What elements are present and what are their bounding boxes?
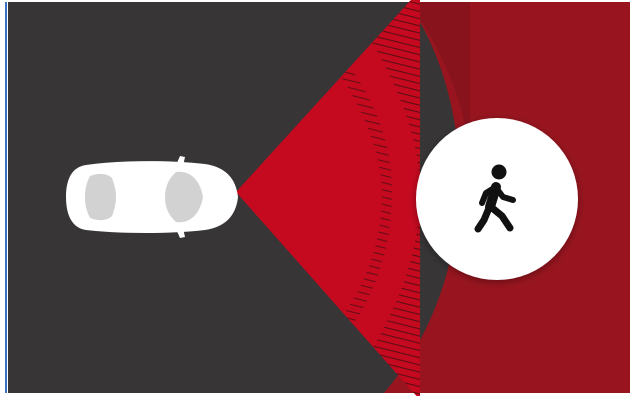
pedestrian-badge: [416, 118, 578, 280]
road-edge-line: [5, 2, 7, 393]
car-top-view-icon: [66, 156, 238, 238]
pedestrian-head: [492, 165, 507, 180]
car-rear-window: [85, 174, 116, 220]
